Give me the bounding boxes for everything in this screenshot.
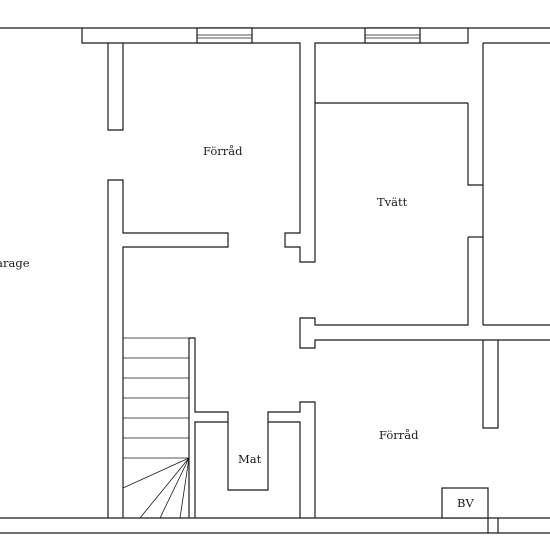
window-top-left xyxy=(196,27,253,44)
room-label-forrad-top: Förråd xyxy=(203,144,243,158)
room-label-tvatt: Tvätt xyxy=(377,195,408,209)
wall-forrad-tvatt xyxy=(284,225,316,263)
window-top-right xyxy=(364,27,421,44)
room-label-forrad-bottom: Förråd xyxy=(379,428,419,442)
room-label-mat: Mat xyxy=(238,452,262,466)
bv-fixture xyxy=(441,487,489,519)
wall-right-bottom xyxy=(482,340,499,533)
wall-tvatt xyxy=(299,102,550,349)
room-label-garage: Garage xyxy=(0,256,30,270)
room-label-bv: BV xyxy=(457,496,474,510)
wall-garage xyxy=(107,43,229,518)
stair xyxy=(122,337,316,519)
